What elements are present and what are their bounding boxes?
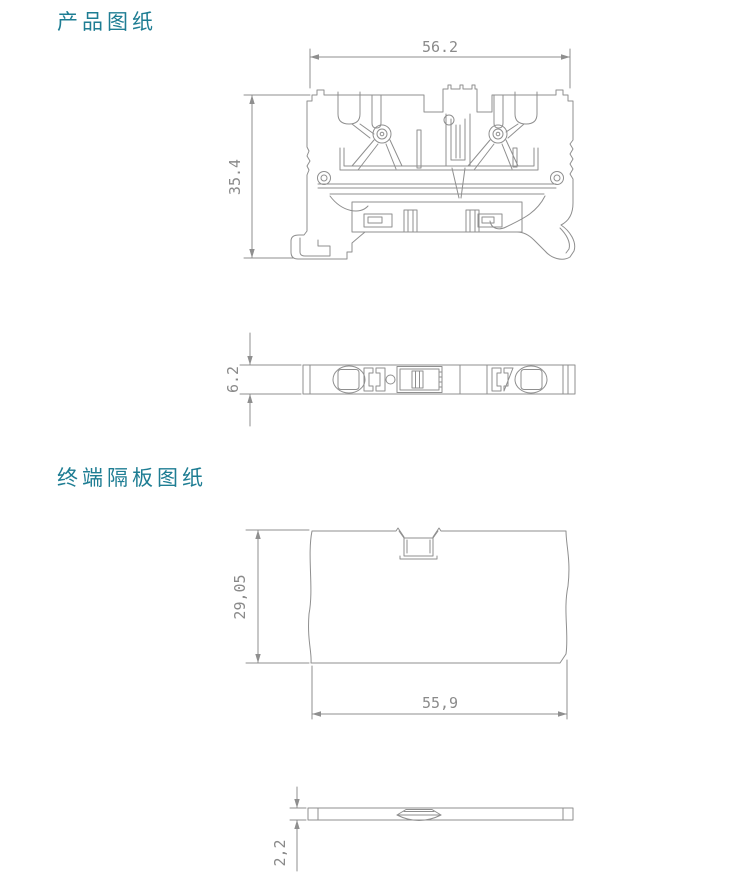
dimension-partition-height: 29,05 <box>231 529 310 664</box>
dimension-partition-width: 55,9 <box>311 659 568 720</box>
heading-partition-drawing: 终端隔板图纸 <box>57 466 207 490</box>
dim-label-partition-height: 29,05 <box>231 574 249 619</box>
dimension-terminal-depth: 6.2 <box>224 332 302 427</box>
dim-label-terminal-height: 35.4 <box>226 159 244 195</box>
view-terminal-block-top <box>302 364 576 395</box>
dim-label-partition-thickness: 2,2 <box>271 839 289 866</box>
dimension-terminal-height: 35.4 <box>226 94 311 259</box>
dim-label-terminal-depth: 6.2 <box>224 366 242 393</box>
view-partition-side <box>307 807 574 821</box>
dim-label-partition-width: 55,9 <box>422 694 458 712</box>
dimension-terminal-width: 56.2 <box>309 38 571 89</box>
view-terminal-block-front <box>290 84 576 260</box>
view-partition-front <box>308 527 570 664</box>
heading-product-drawing: 产品图纸 <box>57 10 157 34</box>
dim-label-terminal-width: 56.2 <box>422 38 458 56</box>
dimension-partition-thickness: 2,2 <box>271 786 307 872</box>
